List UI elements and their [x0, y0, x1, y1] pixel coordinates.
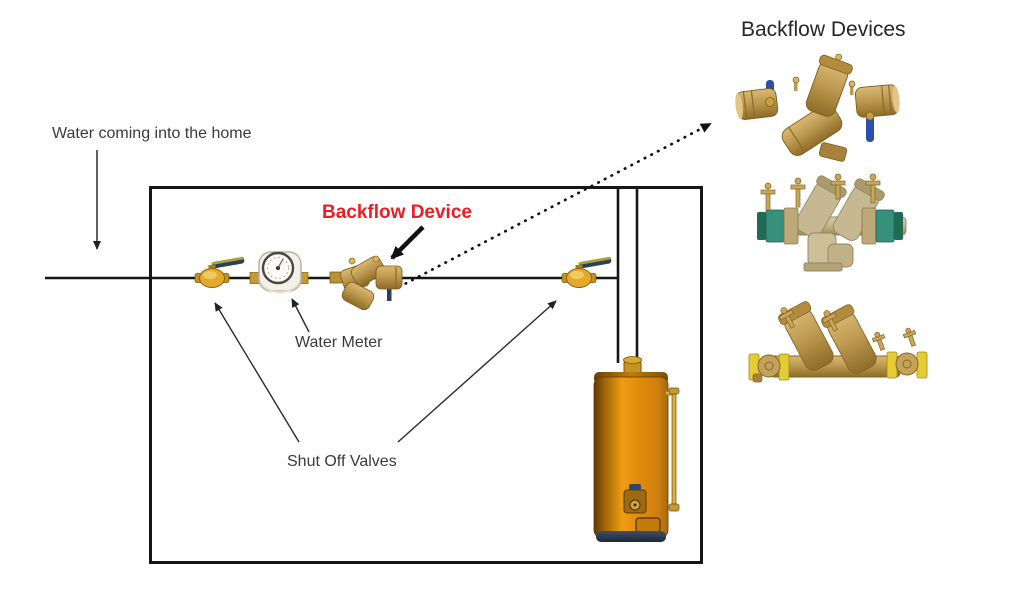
shut-off-valve-left-icon — [194, 256, 245, 288]
water-inlet-label: Water coming into the home — [52, 125, 252, 142]
dotted-reference-arrow — [397, 122, 712, 289]
backflow-device-photo-2 — [757, 173, 907, 272]
backflow-device-photo-3 — [748, 301, 928, 383]
backflow-device-icon — [329, 255, 403, 311]
shutoff-left-pointer — [214, 302, 300, 443]
test-cock-icon — [778, 307, 917, 351]
water-meter-pointer — [291, 298, 310, 333]
backflow-device-label: Backflow Device — [322, 202, 472, 223]
backflow-devices-title: Backflow Devices — [741, 18, 906, 41]
test-cock-icon — [760, 173, 881, 211]
shut-off-valves-label: Shut Off Valves — [287, 453, 397, 470]
backflow-label-arrow — [390, 225, 425, 260]
water-heater-icon — [593, 356, 680, 542]
water-meter-icon — [249, 251, 309, 293]
shut-off-valve-right-icon — [561, 256, 612, 288]
house-outline — [149, 186, 703, 564]
water-meter-label: Water Meter — [295, 334, 383, 351]
backflow-device-photo-1 — [735, 53, 900, 162]
test-cock-icon — [792, 76, 856, 95]
shutoff-right-pointer — [397, 300, 557, 443]
